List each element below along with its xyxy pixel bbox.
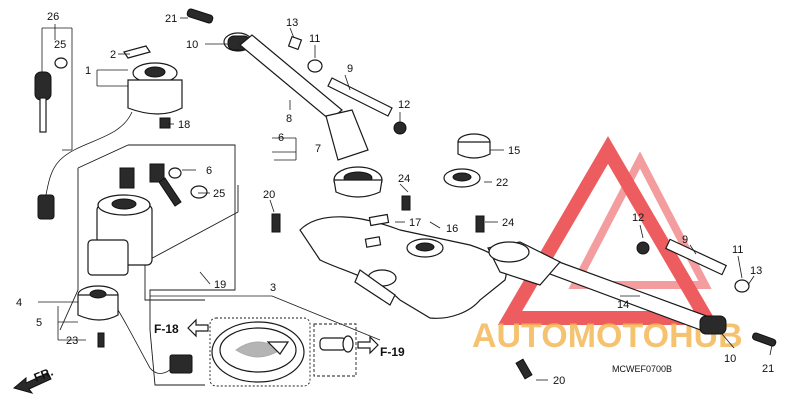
- callout-20b: 20: [553, 375, 565, 387]
- ignition-cylinder-part: [87, 163, 208, 276]
- callout-25: 25: [54, 39, 66, 51]
- callout-10b: 10: [724, 353, 736, 365]
- ref-arrows: F-18 F-19: [154, 318, 405, 359]
- callout-9b: 9: [682, 234, 688, 246]
- callout-9: 9: [347, 63, 353, 75]
- callout-11: 11: [309, 33, 320, 45]
- top-bridge-part: [271, 195, 533, 380]
- callout-4: 4: [16, 297, 22, 309]
- seat-lock-part: [77, 285, 193, 374]
- callout-22: 22: [496, 177, 508, 189]
- right-handlebar-assembly: [487, 238, 777, 347]
- fuel-cap-part: [209, 317, 311, 387]
- callout-15: 15: [508, 145, 520, 157]
- lock-insert-part: [313, 323, 357, 377]
- callout-21: 21: [165, 13, 177, 25]
- front-direction-arrow: FR.: [12, 365, 55, 394]
- callout-7: 7: [315, 143, 321, 155]
- callout-17: 17: [409, 217, 421, 229]
- callout-24: 24: [398, 173, 410, 185]
- callout-6: 6: [278, 132, 284, 144]
- callout-labels: 26 25 2 1 18 21 10 13 11 9 8 12 6 7 6 25…: [16, 11, 774, 387]
- callout-14: 14: [617, 299, 629, 311]
- callout-21b: 21: [762, 363, 774, 375]
- ignition-key-part: [34, 71, 52, 133]
- callout-19: 19: [214, 279, 226, 291]
- ignition-switch-assembly: [37, 45, 183, 220]
- callout-23: 23: [66, 335, 78, 347]
- left-handlebar-assembly: [186, 8, 407, 198]
- stem-seal-part: [443, 133, 491, 188]
- callout-25b: 25: [213, 188, 225, 200]
- diagram-code: MCWEF0700B: [612, 364, 672, 374]
- callout-26: 26: [47, 11, 59, 23]
- callout-1: 1: [85, 65, 91, 77]
- callout-12: 12: [398, 99, 410, 111]
- leader-lines: [38, 17, 773, 381]
- ref-f18: F-18: [154, 322, 179, 336]
- callout-13b: 13: [750, 265, 762, 277]
- callout-20: 20: [263, 189, 275, 201]
- callout-12b: 12: [632, 212, 644, 224]
- callout-3: 3: [270, 282, 276, 294]
- switch-kit-box: [59, 144, 239, 386]
- callout-13: 13: [286, 17, 298, 29]
- front-label: FR.: [32, 365, 55, 385]
- callout-8: 8: [286, 113, 292, 125]
- callout-6b: 6: [206, 165, 212, 177]
- callout-10: 10: [186, 39, 198, 51]
- callout-24b: 24: [502, 217, 514, 229]
- ref-f19: F-19: [380, 345, 405, 359]
- callout-16: 16: [446, 223, 458, 235]
- callout-11b: 11: [732, 244, 743, 256]
- callout-18: 18: [178, 119, 190, 131]
- callout-2: 2: [110, 49, 116, 61]
- callout-5: 5: [36, 317, 42, 329]
- key-group: [34, 24, 73, 151]
